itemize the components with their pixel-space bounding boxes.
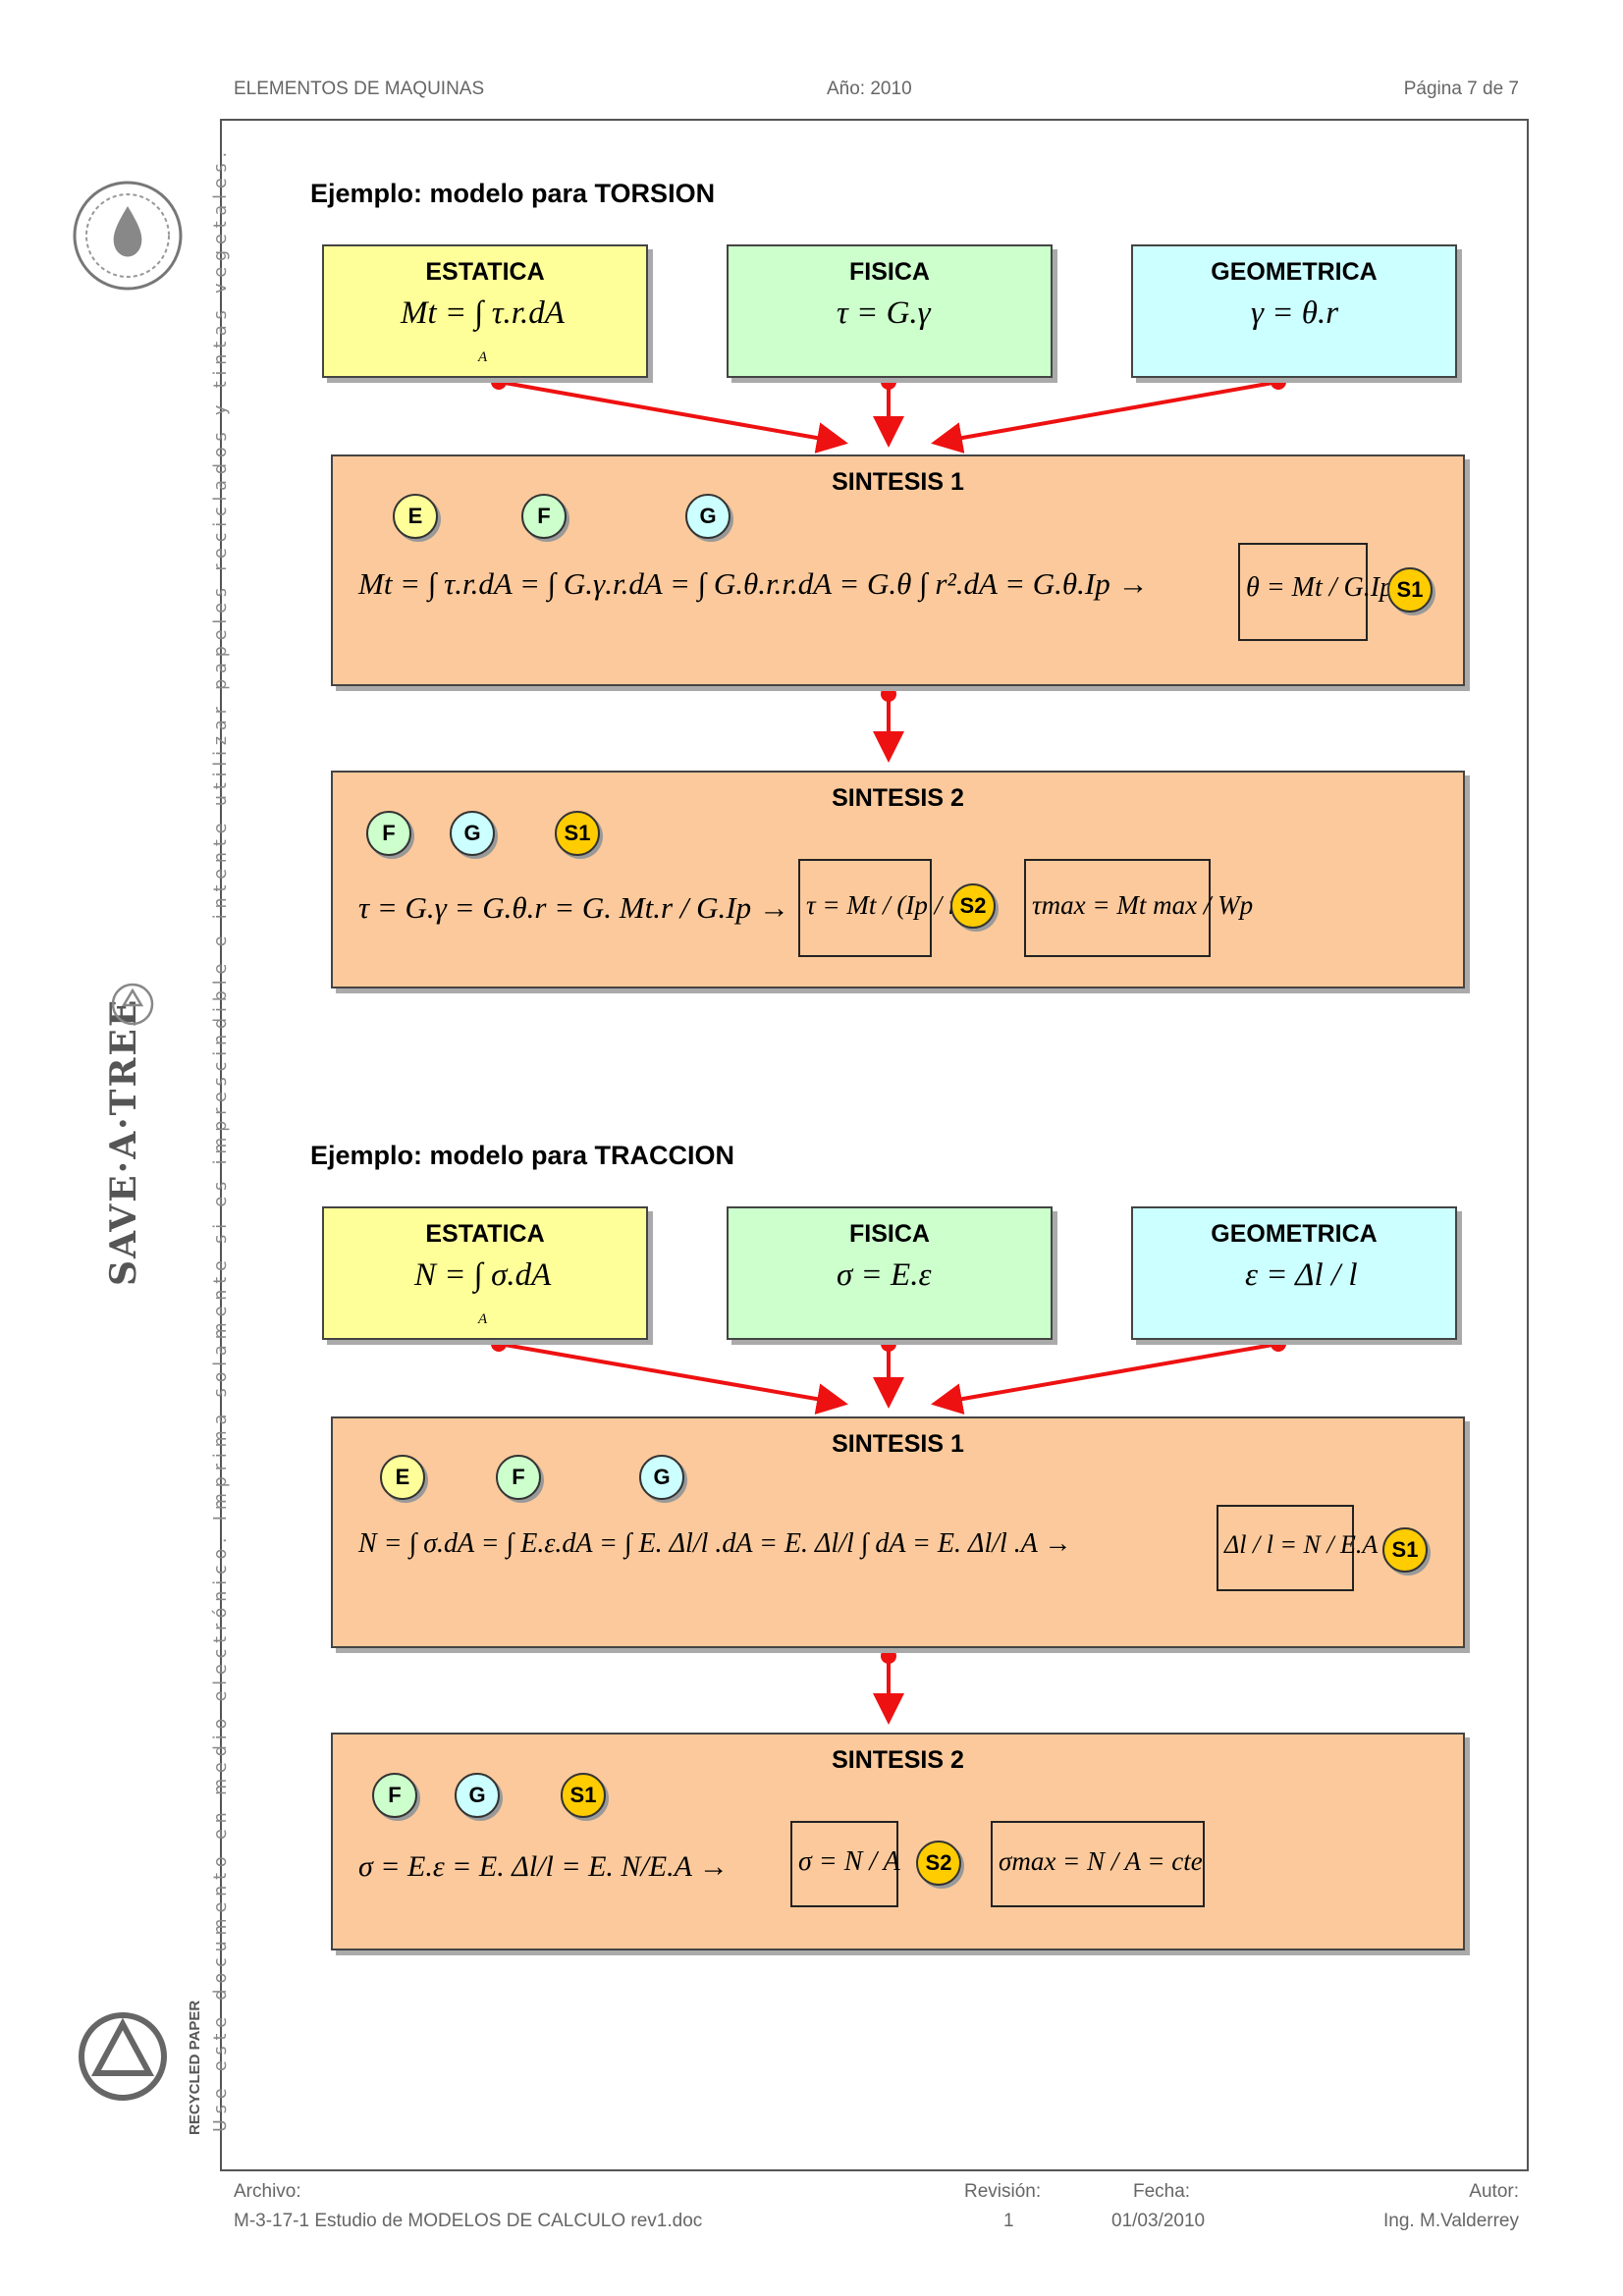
recycled-paper-logo bbox=[69, 1983, 177, 2130]
sintesis2-formula: σ = E.ε = E. Δl/l = E. N/E.A → bbox=[358, 1850, 729, 1883]
traccion-section-title: Ejemplo: modelo para TRACCION bbox=[310, 1141, 735, 1170]
geometrica-title: GEOMETRICA bbox=[1211, 258, 1378, 286]
sintesis1-result-box: θ = Mt / G.Ip bbox=[1238, 543, 1393, 641]
header-year: Año: 2010 bbox=[827, 79, 912, 99]
vegetable-ink-logo bbox=[69, 177, 187, 294]
traccion-estatica-box: ESTATICA N = ∫ σ.dA A bbox=[322, 1206, 648, 1340]
badge-estatica: E bbox=[393, 494, 438, 539]
sintesis1-result: θ = Mt / G.Ip bbox=[1246, 572, 1394, 603]
geometrica-formula: ε = Δl / l bbox=[1245, 1257, 1358, 1293]
sintesis2-result: σ = N / A bbox=[798, 1846, 900, 1877]
footer-autor-label: Autor: bbox=[1469, 2181, 1519, 2202]
torsion-estatica-box: ESTATICA Mt = ∫ τ.r.dA A bbox=[322, 244, 648, 378]
geometrica-title: GEOMETRICA bbox=[1211, 1220, 1378, 1248]
fisica-formula: σ = E.ε bbox=[837, 1257, 932, 1293]
footer-autor-value: Ing. M.Valderrey bbox=[1383, 2211, 1519, 2231]
traccion-geometrica-box: GEOMETRICA ε = Δl / l bbox=[1131, 1206, 1457, 1340]
badge-estatica: E bbox=[380, 1455, 425, 1500]
integral-limit: A bbox=[478, 1311, 488, 1327]
geometrica-formula: γ = θ.r bbox=[1251, 295, 1339, 331]
footer-archivo-label: Archivo: bbox=[234, 2181, 301, 2202]
footer-fecha-label: Fecha: bbox=[1133, 2181, 1191, 2202]
footer-archivo-value: M-3-17-1 Estudio de MODELOS DE CALCULO r… bbox=[234, 2211, 703, 2231]
torsion-sintesis1-box: SINTESIS 1 Mt = ∫ τ.r.dA = ∫ G.γ.r.dA = … bbox=[331, 454, 1465, 686]
badge-fisica: F bbox=[372, 1773, 417, 1818]
estatica-formula: N = ∫ σ.dA bbox=[414, 1257, 552, 1293]
traccion-fisica-box: FISICA σ = E.ε bbox=[727, 1206, 1053, 1340]
sintesis1-formula: N = ∫ σ.dA = ∫ E.ε.dA = ∫ E. Δl/l .dA = … bbox=[358, 1528, 1072, 1559]
torsion-section-title: Ejemplo: modelo para TORSION bbox=[310, 179, 716, 208]
sintesis1-title: SINTESIS 1 bbox=[832, 1430, 964, 1458]
badge-geometrica: G bbox=[455, 1773, 500, 1818]
fisica-title: FISICA bbox=[849, 1220, 930, 1248]
torsion-sintesis2-box: SINTESIS 2 τ = G.γ = G.θ.r = G. Mt.r / G… bbox=[331, 771, 1465, 988]
footer-fecha-value: 01/03/2010 bbox=[1111, 2211, 1206, 2231]
sintesis1-result: Δl / l = N / E.A bbox=[1224, 1530, 1379, 1559]
sintesis2-title: SINTESIS 2 bbox=[832, 784, 964, 812]
badge-geometrica: G bbox=[685, 494, 730, 539]
sintesis1-result-box: Δl / l = N / E.A bbox=[1217, 1505, 1378, 1591]
sintesis2-formula: τ = G.γ = G.θ.r = G. Mt.r / G.Ip → bbox=[358, 890, 789, 925]
integral-limit: A bbox=[478, 349, 488, 365]
sintesis2-result-box: τ = Mt / (Ip / r) bbox=[798, 859, 967, 957]
sintesis2-title: SINTESIS 2 bbox=[832, 1746, 964, 1774]
traccion-sintesis1-box: SINTESIS 1 N = ∫ σ.dA = ∫ E.ε.dA = ∫ E. … bbox=[331, 1416, 1465, 1648]
estatica-formula: Mt = ∫ τ.r.dA bbox=[401, 295, 565, 331]
sintesis2-result2-box: σmax = N / A = cte bbox=[991, 1821, 1205, 1907]
sintesis2-result: τ = Mt / (Ip / r) bbox=[806, 890, 968, 920]
badge-s1-result: S1 bbox=[1387, 567, 1433, 613]
badge-fisica: F bbox=[496, 1455, 541, 1500]
fisica-formula: τ = G.γ bbox=[837, 295, 931, 331]
sintesis2-result2: σmax = N / A = cte bbox=[999, 1846, 1203, 1876]
estatica-title: ESTATICA bbox=[425, 258, 545, 286]
estatica-title: ESTATICA bbox=[425, 1220, 545, 1248]
sintesis1-title: SINTESIS 1 bbox=[832, 468, 964, 496]
badge-geometrica: G bbox=[450, 811, 495, 856]
badge-s1: S1 bbox=[561, 1773, 606, 1818]
sintesis2-result-box: σ = N / A bbox=[790, 1821, 900, 1907]
sintesis2-result2: τmax = Mt max / Wp bbox=[1032, 890, 1254, 920]
footer-revision-label: Revisión: bbox=[964, 2181, 1042, 2202]
page-frame bbox=[220, 119, 1529, 2171]
traccion-sintesis2-box: SINTESIS 2 σ = E.ε = E. Δl/l = E. N/E.A … bbox=[331, 1733, 1465, 1950]
badge-s2-result: S2 bbox=[916, 1841, 961, 1886]
badge-fisica: F bbox=[366, 811, 411, 856]
badge-s1: S1 bbox=[555, 811, 600, 856]
badge-s1-result: S1 bbox=[1382, 1527, 1428, 1573]
sintesis1-formula: Mt = ∫ τ.r.dA = ∫ G.γ.r.dA = ∫ G.θ.r.r.d… bbox=[358, 566, 1149, 601]
recycle-icon bbox=[110, 982, 155, 1027]
footer-revision-value: 1 bbox=[1003, 2211, 1014, 2231]
torsion-fisica-box: FISICA τ = G.γ bbox=[727, 244, 1053, 378]
sintesis2-result2-box: τmax = Mt max / Wp bbox=[1024, 859, 1253, 957]
torsion-geometrica-box: GEOMETRICA γ = θ.r bbox=[1131, 244, 1457, 378]
header-page-number: Página 7 de 7 bbox=[1403, 79, 1519, 99]
fisica-title: FISICA bbox=[849, 258, 930, 286]
header-doc-title: ELEMENTOS DE MAQUINAS bbox=[234, 79, 485, 99]
badge-s2-result: S2 bbox=[950, 883, 996, 929]
badge-fisica: F bbox=[521, 494, 567, 539]
badge-geometrica: G bbox=[639, 1455, 684, 1500]
